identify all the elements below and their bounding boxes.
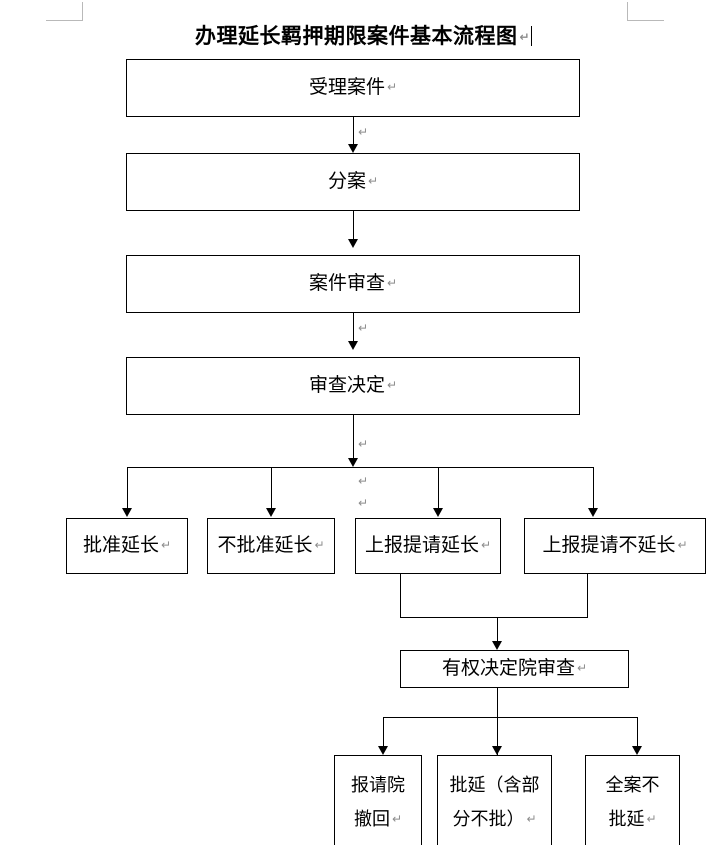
flow-node-authority-court-review[interactable]: 有权决定院审查↵: [400, 650, 629, 688]
title-paragraph-mark: ↵: [519, 30, 531, 44]
page-title-text: 办理延长羁押期限案件基本流程图: [194, 24, 518, 48]
page-title: 办理延长羁押期限案件基本流程图↵: [0, 20, 727, 50]
flow-node-review-decision[interactable]: 审查决定↵: [126, 357, 580, 415]
flow-node-deny-whole-case[interactable]: 全案不 批延↵: [585, 755, 680, 845]
connector-report-extend-down: [400, 574, 401, 617]
flow-node-label: 报请院 撤回↵: [351, 775, 405, 829]
connector-assign-to-review: [353, 211, 354, 241]
arrowhead-deny-extend: [266, 508, 276, 517]
arrowhead-withdraw: [378, 746, 388, 755]
flow-node-label: 受理案件↵: [308, 76, 398, 98]
flow-node-label: 批延（含部 分不批）↵: [449, 775, 540, 829]
connector-decision-down: [353, 415, 354, 459]
arrowhead-report-extend: [433, 508, 443, 517]
stray-paragraph-mark-1: ↵: [358, 125, 369, 139]
flow-node-report-request-no-extension[interactable]: 上报提请不延长↵: [524, 518, 706, 574]
flow-node-label: 案件审查↵: [308, 272, 398, 294]
bottom-fanout-bar: [383, 717, 637, 718]
arrowhead-fanout: [348, 458, 358, 467]
text-caret: [531, 26, 533, 46]
arrowhead-decision: [348, 341, 358, 350]
connector-report-no-extend-down: [587, 574, 588, 617]
arrowhead-approve-partial: [492, 746, 502, 755]
connector-to-deny-all: [637, 717, 638, 746]
stray-paragraph-mark-5: ↵: [358, 496, 369, 510]
flow-node-label: 全案不 批延↵: [605, 775, 660, 829]
connector-accept-to-assign: [353, 117, 354, 145]
connector-to-withdraw: [383, 717, 384, 746]
flow-node-label: 分案↵: [327, 170, 379, 192]
arrowhead-approve-extend: [122, 508, 132, 517]
flow-node-approve-extension-partial[interactable]: 批延（含部 分不批）↵: [437, 755, 552, 845]
arrowhead-authority-review: [492, 641, 502, 650]
flow-node-label: 不批准延长↵: [217, 534, 325, 556]
flow-node-label: 上报提请不延长↵: [542, 534, 688, 556]
merge-bar-to-authority-review: [400, 617, 588, 618]
fanout-bar: [127, 467, 593, 468]
arrowhead-review: [348, 239, 358, 248]
flow-node-deny-extension[interactable]: 不批准延长↵: [207, 518, 335, 574]
flow-node-label: 有权决定院审查↵: [441, 657, 588, 679]
connector-to-approve-extend: [127, 467, 128, 509]
arrowhead-deny-all: [632, 746, 642, 755]
arrowhead-assign: [348, 144, 358, 153]
flow-node-case-review[interactable]: 案件审查↵: [126, 255, 580, 313]
flow-node-label: 上报提请延长↵: [364, 534, 492, 556]
connector-authority-review-down: [497, 688, 498, 755]
flow-node-request-court-withdraw[interactable]: 报请院 撤回↵: [334, 755, 422, 845]
flow-node-report-request-extension[interactable]: 上报提请延长↵: [355, 518, 501, 574]
stray-paragraph-mark-4: ↵: [358, 474, 369, 488]
flow-node-assign-case[interactable]: 分案↵: [126, 153, 580, 211]
flow-node-label: 批准延长↵: [82, 534, 172, 556]
page-margin-mark-top-right: [627, 2, 664, 21]
page-margin-mark-top-left: [46, 2, 83, 21]
flow-node-approve-extension[interactable]: 批准延长↵: [66, 518, 188, 574]
connector-to-report-no-extend: [593, 467, 594, 509]
connector-to-report-extend: [438, 467, 439, 509]
stray-paragraph-mark-2: ↵: [358, 321, 369, 335]
flow-node-label: 审查决定↵: [308, 374, 398, 396]
flow-node-accept-case[interactable]: 受理案件↵: [126, 59, 580, 117]
arrowhead-report-no-extend: [588, 508, 598, 517]
connector-to-deny-extend: [271, 467, 272, 509]
connector-merge-to-authority-review: [497, 617, 498, 643]
stray-paragraph-mark-3: ↵: [358, 437, 369, 451]
connector-review-to-decision: [353, 313, 354, 343]
